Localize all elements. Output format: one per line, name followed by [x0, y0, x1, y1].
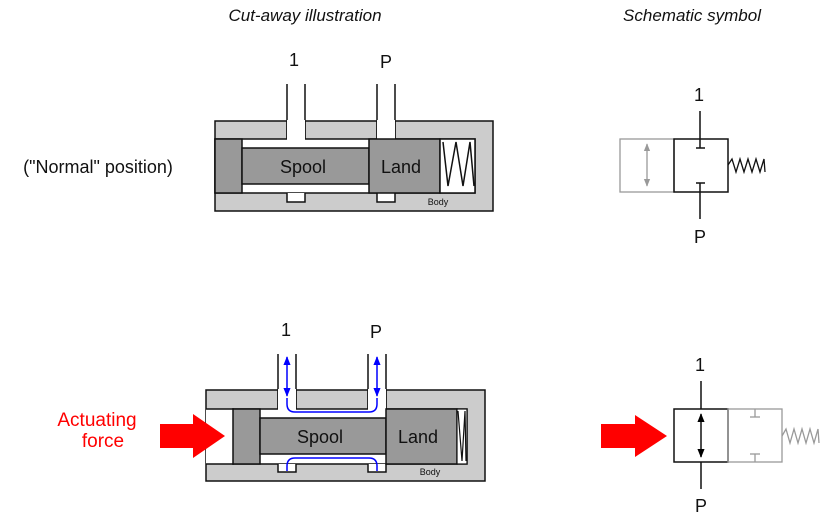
schem-port-p-label: P — [695, 496, 707, 516]
port-p-label: P — [380, 52, 392, 72]
schem-port-p-label: P — [694, 227, 706, 247]
spool — [259, 417, 387, 455]
spool — [241, 147, 370, 185]
schematic-actuated: 1 P — [601, 355, 820, 516]
body-label: Body — [428, 197, 449, 207]
header-schematic: Schematic symbol — [623, 6, 762, 25]
land-label: Land — [398, 427, 438, 447]
port-1-label: 1 — [281, 320, 291, 340]
spring-icon — [727, 156, 766, 175]
schematic-normal: 1 P — [619, 85, 766, 247]
land — [385, 408, 458, 465]
land-label: Land — [381, 157, 421, 177]
body-label: Body — [420, 467, 441, 477]
spool-label: Spool — [297, 427, 343, 447]
actuating-force-label-2: force — [82, 431, 124, 452]
force-arrow-icon — [160, 414, 225, 458]
schem-port-1-label: 1 — [694, 85, 704, 105]
cutaway-normal: 1 P Spool Land Body — [214, 50, 494, 212]
actuating-force-label: Actuating — [57, 410, 136, 431]
port-p-label: P — [370, 322, 382, 342]
spring-icon — [442, 141, 475, 187]
schem-port-1-label: 1 — [695, 355, 705, 375]
land — [368, 138, 441, 194]
header-cutaway: Cut-away illustration — [228, 6, 381, 25]
spool-label: Spool — [280, 157, 326, 177]
port-1-label: 1 — [289, 50, 299, 70]
spring-icon — [781, 426, 820, 446]
force-arrow-icon — [601, 415, 667, 457]
spool-end — [232, 408, 261, 465]
spool-end — [214, 138, 243, 194]
normal-position-label: ("Normal" position) — [23, 157, 173, 177]
spring-icon — [457, 410, 467, 462]
cutaway-actuated: 1 P Spool Land Body — [205, 320, 486, 482]
flow-path — [283, 356, 381, 471]
